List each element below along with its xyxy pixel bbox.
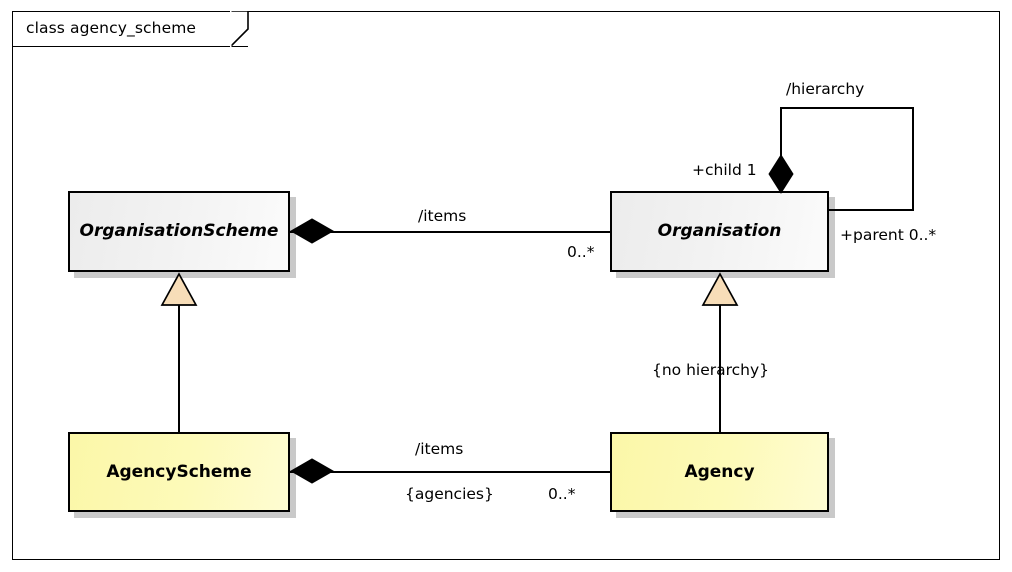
class-name-agency-scheme: AgencyScheme (106, 461, 252, 482)
hierarchy-loop-bottom-segment (828, 209, 914, 211)
class-box-organisation[interactable]: Organisation (610, 191, 829, 272)
edge-label-hierarchy: /hierarchy (786, 80, 865, 98)
edge-label-multiplicity-bottom: 0..* (548, 485, 576, 503)
class-name-organisation-scheme: OrganisationScheme (79, 221, 279, 242)
hierarchy-loop-top-segment (780, 107, 914, 109)
class-name-organisation: Organisation (657, 221, 782, 242)
edge-label-items-bottom: /items (415, 440, 464, 458)
class-box-organisation-scheme[interactable]: OrganisationScheme (68, 191, 290, 272)
class-box-agency[interactable]: Agency (610, 432, 829, 512)
edge-label-no-hierarchy: {no hierarchy} (652, 361, 770, 379)
class-box-agency-scheme[interactable]: AgencyScheme (68, 432, 290, 512)
association-line-org-items (290, 231, 612, 233)
edge-label-child: +child 1 (692, 161, 757, 179)
generalization-stem-agency (719, 296, 721, 432)
edge-label-multiplicity-top: 0..* (567, 243, 595, 261)
hierarchy-loop-right-segment (912, 107, 914, 210)
diagram-title: class agency_scheme (26, 19, 197, 37)
edge-label-parent: +parent 0..* (840, 226, 937, 244)
diagram-frame-border (12, 11, 1000, 560)
class-name-agency: Agency (684, 461, 755, 482)
edge-label-agencies: {agencies} (405, 485, 494, 503)
generalization-stem-agency-scheme (178, 296, 180, 432)
hierarchy-loop-left-segment (780, 107, 782, 185)
diagram-frame-name-compartment: class agency_scheme (12, 11, 248, 47)
association-line-agency-items (290, 471, 612, 473)
frame-tab-corner-icon (230, 11, 249, 47)
edge-label-items-top: /items (418, 207, 467, 225)
